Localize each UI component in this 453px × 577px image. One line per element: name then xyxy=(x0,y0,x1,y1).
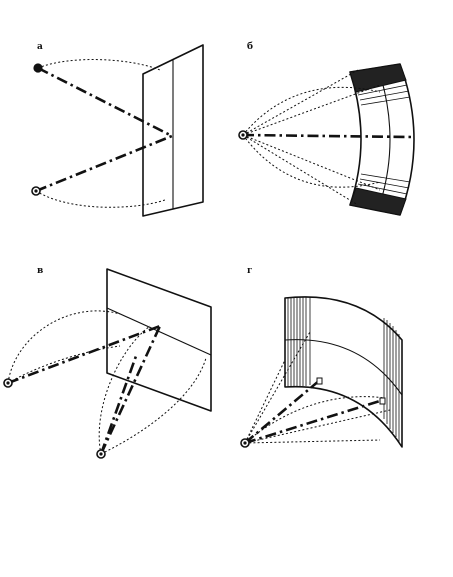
panel-g-ray-2 xyxy=(244,398,384,445)
panel-v-label: в xyxy=(37,266,43,276)
panel-a-upper-dotted-arc xyxy=(37,59,161,71)
panel-g-dotted-ray-2 xyxy=(244,331,311,444)
panel-v-bottom-ray xyxy=(99,325,162,455)
panel-g-dotted-ray-4 xyxy=(244,439,381,444)
panel-v-left-ray xyxy=(7,324,161,385)
panel-b-dotted-ray-1 xyxy=(242,69,359,136)
panel-g-label: г xyxy=(247,266,253,276)
panel-v-plate-midline xyxy=(106,307,212,356)
panel-g-marker-1 xyxy=(316,377,323,385)
panel-b-dotted-ray-4 xyxy=(242,134,381,191)
panel-b-bottom-hatching xyxy=(349,173,411,216)
panel-a: а xyxy=(31,42,204,217)
panel-b-dotted-ray-2 xyxy=(242,84,381,136)
panel-b-top-hatching xyxy=(349,63,411,106)
panel-v-bottom-dotted-arc xyxy=(98,325,151,455)
panel-a-upper-source xyxy=(33,63,43,73)
panel-g-curved-sheet xyxy=(284,296,403,448)
panel-g-sheet-midline xyxy=(284,339,403,396)
panel-g-left-hatching xyxy=(287,297,311,387)
panel-b-lower-dotted-arc xyxy=(242,134,381,188)
panel-a-label: а xyxy=(37,42,43,52)
panel-v-left-lower-dotted-arc xyxy=(7,345,121,384)
panel-b: б xyxy=(238,41,415,216)
panel-g-ray-1 xyxy=(244,379,321,444)
panel-v-left-dotted-arc xyxy=(7,310,121,384)
panel-b-upper-dotted-arc xyxy=(242,86,381,136)
panel-v-right-dotted-arc xyxy=(100,357,207,455)
panel-g-marker-2 xyxy=(379,397,386,405)
panel-g: г xyxy=(240,266,403,448)
panel-v: в xyxy=(3,266,212,459)
panel-a-lower-ray xyxy=(35,134,173,193)
panel-a-lower-dotted-arc xyxy=(35,190,166,208)
panel-b-label: б xyxy=(247,41,253,52)
panel-b-central-ray xyxy=(242,133,413,139)
panel-g-dotted-ray-1 xyxy=(244,359,286,444)
panel-a-flat-screen xyxy=(142,44,204,217)
panel-b-dotted-ray-3 xyxy=(242,134,359,206)
panel-g-right-hatching xyxy=(383,318,400,442)
panel-g-dotted-arc xyxy=(244,396,386,444)
panel-a-upper-ray xyxy=(37,66,173,138)
panel-v-tilted-plate xyxy=(106,268,212,412)
panel-v-bottom-ray-2 xyxy=(99,355,138,455)
